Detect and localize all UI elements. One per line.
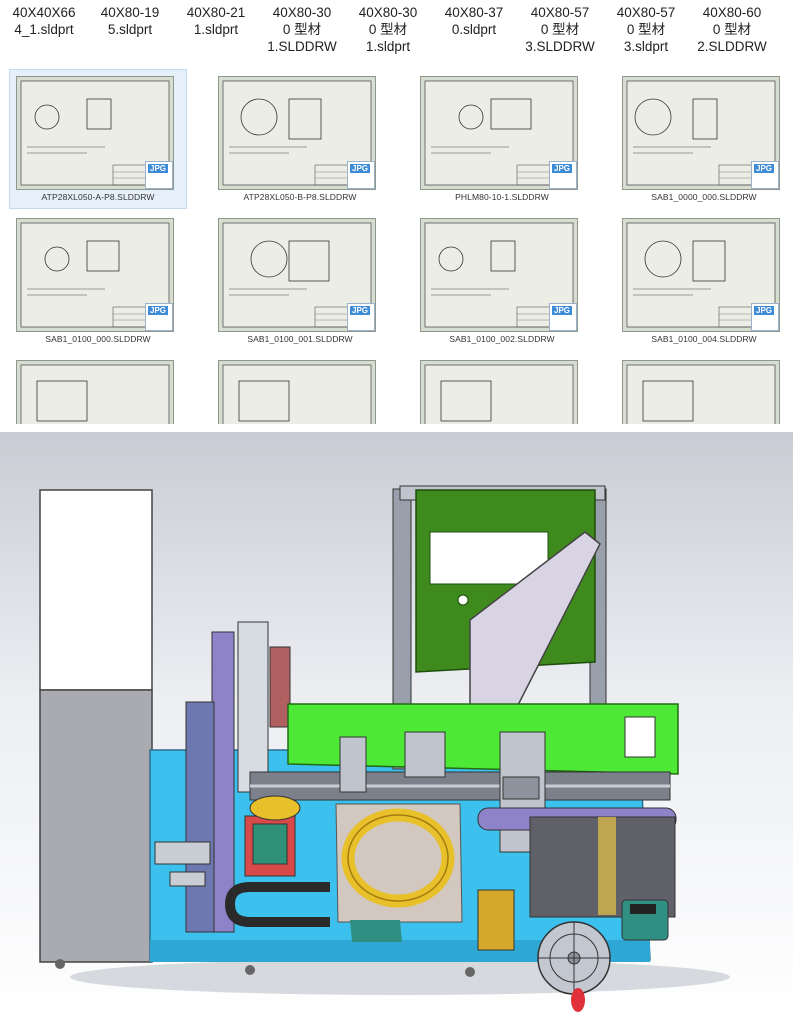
cad-3d-model-view[interactable] (0, 432, 793, 1021)
cabinet-upper-panel (39, 489, 153, 691)
conveyor-end-plate (624, 716, 656, 758)
gantry-motor (269, 646, 291, 728)
door-hole (457, 594, 469, 606)
cable-chain-lower (225, 903, 330, 927)
file-item[interactable]: 40X80-57 0 型材 3.sldprt (616, 5, 676, 54)
conveyor-guard (598, 817, 616, 915)
drawing-preview: JPG (622, 76, 780, 190)
machine-assembly-render (39, 485, 730, 1012)
drawing-preview: JPG (622, 218, 780, 332)
thumbnail-file-label: SAB1_0100_002.SLDDRW (449, 334, 555, 344)
jpg-file-icon: JPG (145, 303, 173, 331)
jpg-file-icon: JPG (549, 303, 577, 331)
drawing-thumbnail[interactable]: JPG SAB1_0100_002.SLDDRW (414, 212, 590, 350)
gantry-rail (237, 621, 269, 793)
thumbnail-file-label: SAB1_0000_000.SLDDRW (651, 192, 757, 202)
file-item[interactable]: 40X80-57 0 型材 3.SLDDRW (525, 5, 595, 54)
yellow-roller (249, 795, 301, 821)
jpg-badge-label: JPG (552, 306, 573, 315)
drawing-thumbnail[interactable]: JPG SAB1_0100_001.SLDDRW (212, 212, 388, 350)
drawing-thumbnail[interactable]: JPG ATP28XL050-A-P8.SLDDRW (9, 69, 187, 209)
file-name-strip: 40X40X66 4_1.sldprt 40X80-19 5.sldprt 40… (0, 0, 793, 62)
jpg-badge-label: JPG (754, 164, 775, 173)
drawing-preview: JPG (218, 76, 376, 190)
drawing-thumbnail[interactable]: JPG SAB1_0100_004.SLDDRW (616, 212, 792, 350)
module-window (252, 823, 288, 865)
file-item[interactable]: 40X80-19 5.sldprt (100, 5, 160, 37)
cabinet-lower-panel (39, 689, 153, 963)
ring-outline (347, 814, 449, 902)
motor-label (630, 904, 656, 914)
file-item[interactable]: 40X80-60 0 型材 2.SLDDRW (697, 5, 767, 54)
left-cylinder-2 (169, 871, 206, 887)
drawing-preview (622, 360, 780, 424)
drawing-thumbnail[interactable]: JPG ATP28XL050-B-P8.SLDDRW (212, 70, 388, 208)
thumbnail-file-label: SAB1_0100_001.SLDDRW (247, 334, 353, 344)
thumbnail-file-label: ATP28XL050-A-P8.SLDDRW (41, 192, 155, 202)
file-item[interactable]: 40X80-21 1.sldprt (186, 5, 246, 37)
drawing-preview: JPG (420, 218, 578, 332)
jpg-file-icon: JPG (751, 303, 779, 331)
gripper-block (502, 776, 540, 800)
drawing-thumbnail[interactable] (616, 354, 792, 424)
actuator-2 (404, 731, 446, 778)
left-cylinder (154, 841, 211, 865)
thumbnail-file-label: SAB1_0100_004.SLDDRW (651, 334, 757, 344)
ground-shadow (70, 959, 730, 995)
drawing-thumbnail[interactable] (414, 354, 590, 424)
thumbnail-file-label: SAB1_0100_000.SLDDRW (45, 334, 151, 344)
tray-stand (350, 920, 402, 942)
jpg-badge-label: JPG (754, 306, 775, 315)
cable-chain (225, 882, 330, 905)
drawing-thumbnail[interactable] (10, 354, 186, 424)
jpg-file-icon: JPG (347, 303, 375, 331)
file-item[interactable]: 40X80-30 0 型材 1.SLDDRW (267, 5, 337, 54)
drawing-thumbnail[interactable] (212, 354, 388, 424)
thumbnail-file-label: ATP28XL050-B-P8.SLDDRW (243, 192, 357, 202)
drawing-thumbnail-grid: JPG ATP28XL050-A-P8.SLDDRW JPG ATP28XL050-B… (0, 62, 793, 424)
drawing-preview (16, 360, 174, 424)
drawing-thumbnail[interactable]: JPG SAB1_0000_000.SLDDRW (616, 70, 792, 208)
jpg-file-icon: JPG (549, 161, 577, 189)
drawing-preview (218, 360, 376, 424)
foot (55, 959, 65, 969)
jpg-badge-label: JPG (552, 164, 573, 173)
file-item[interactable]: 40X80-37 0.sldprt (444, 5, 504, 37)
jpg-file-icon: JPG (751, 161, 779, 189)
base-edge (150, 940, 650, 962)
drawing-preview: JPG (420, 76, 578, 190)
actuator-1 (339, 736, 367, 793)
foot (245, 965, 255, 975)
drawing-preview (420, 360, 578, 424)
jpg-badge-label: JPG (350, 164, 371, 173)
drawing-preview: JPG (218, 218, 376, 332)
jpg-file-icon: JPG (145, 161, 173, 189)
handwheel-knob (571, 988, 585, 1012)
thumbnail-file-label: PHLM80-10-1.SLDDRW (455, 192, 549, 202)
gantry-column (211, 631, 235, 933)
transformer (477, 889, 515, 951)
drawing-preview: JPG (16, 218, 174, 332)
drawing-thumbnail[interactable]: JPG SAB1_0100_000.SLDDRW (10, 212, 186, 350)
file-item[interactable]: 40X40X66 4_1.sldprt (12, 5, 76, 37)
green-conveyor-belt (287, 703, 679, 775)
left-support (185, 701, 215, 933)
jpg-file-icon: JPG (347, 161, 375, 189)
file-item[interactable]: 40X80-30 0 型材 1.sldprt (358, 5, 418, 54)
foot (465, 967, 475, 977)
jpg-badge-label: JPG (350, 306, 371, 315)
jpg-badge-label: JPG (148, 306, 169, 315)
jpg-badge-label: JPG (148, 164, 169, 173)
drawing-thumbnail[interactable]: JPG PHLM80-10-1.SLDDRW (414, 70, 590, 208)
drawing-preview: JPG (16, 76, 174, 190)
